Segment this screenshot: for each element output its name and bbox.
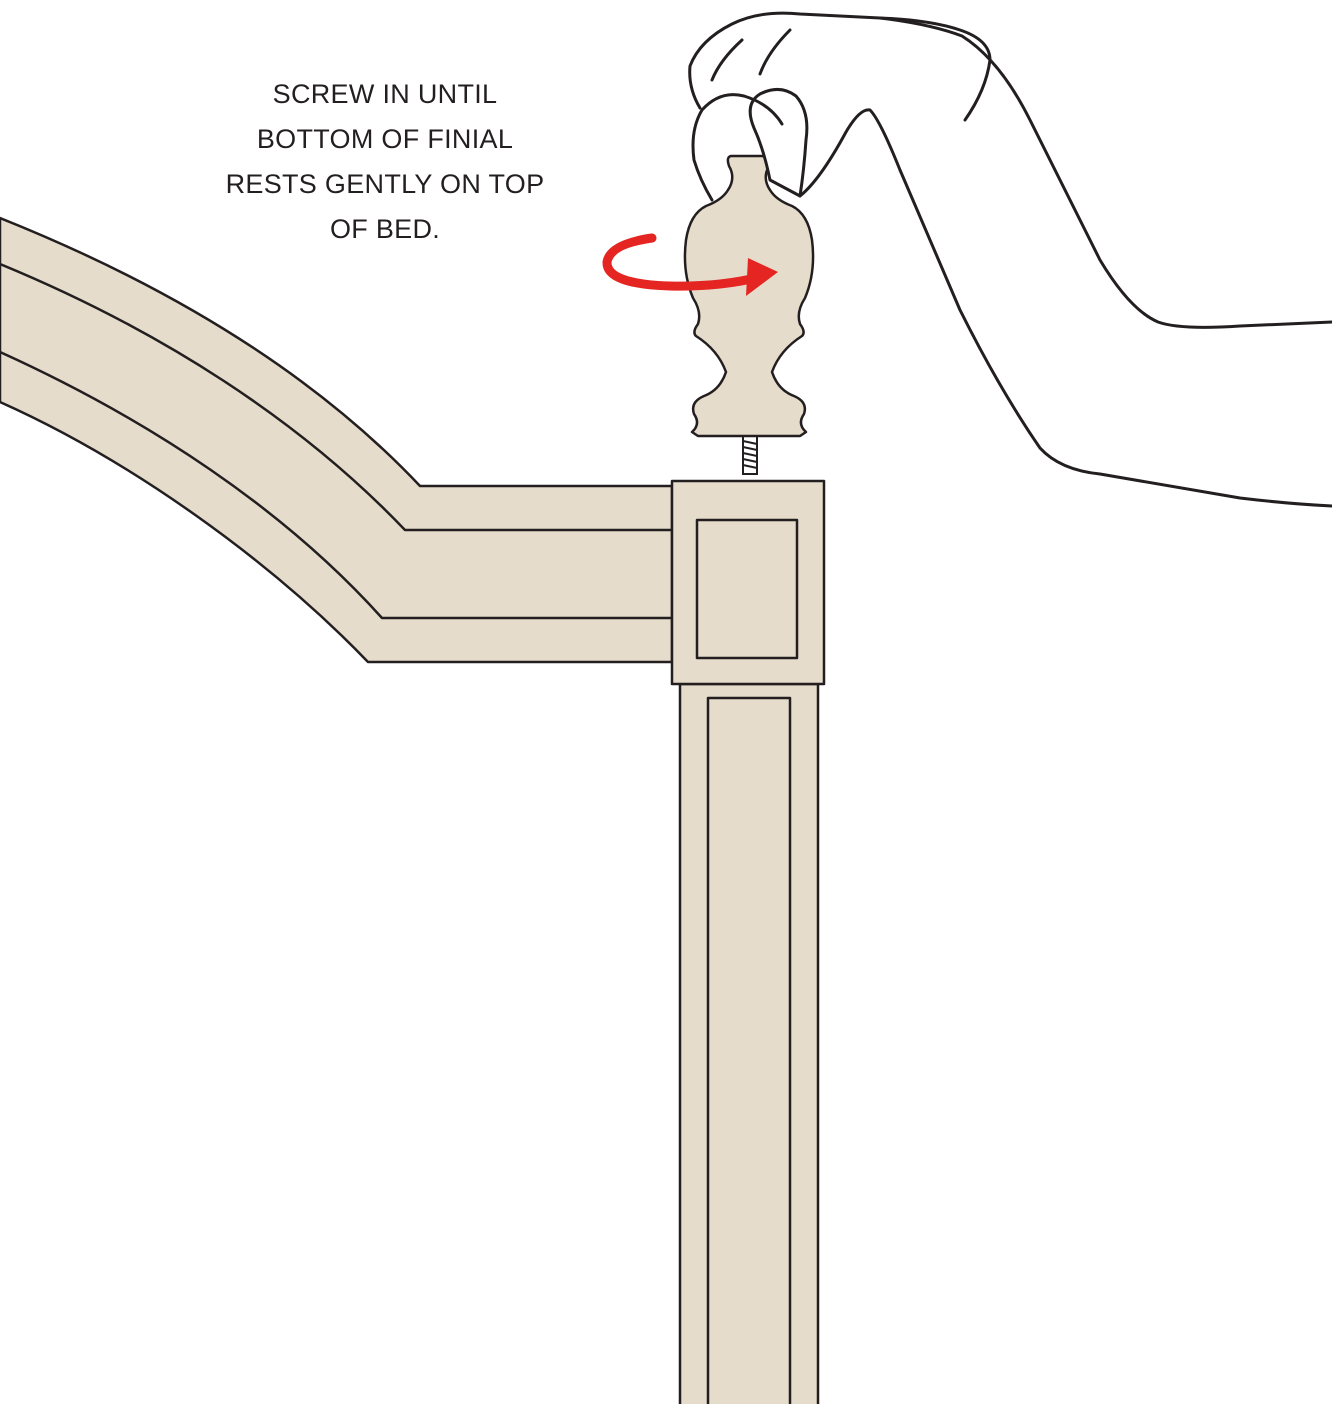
instruction-line: OF BED. [329, 214, 441, 244]
hand-palm-outline [798, 108, 1332, 508]
hand-finger-crease-2 [758, 28, 792, 76]
hand-index-finger [691, 93, 784, 202]
headboard-curved-rail [0, 216, 674, 664]
threaded-screw-icon [742, 435, 758, 475]
assembly-instruction-text: SCREW IN UNTIL BOTTOM OF FINIAL RESTS GE… [200, 72, 570, 252]
rail-molding-line-upper [0, 262, 674, 532]
rail-molding-line-middle [0, 350, 674, 620]
clockwise-rotation-arrow-icon [602, 233, 778, 296]
finial-icon [683, 154, 815, 438]
rail-body [0, 216, 674, 664]
hand-thumb [748, 88, 809, 198]
bed-post [670, 479, 826, 1404]
hand-back-outline [878, 16, 1332, 329]
instruction-line: BOTTOM OF FINIAL [256, 124, 514, 154]
post-shaft [678, 682, 820, 1404]
post-shaft-inset-panel [706, 696, 792, 1404]
hand-icon [688, 11, 1332, 508]
post-cap-inset-panel [695, 518, 799, 660]
hand-finger-crease [710, 38, 744, 82]
instruction-line: SCREW IN UNTIL [272, 79, 498, 109]
instruction-line: RESTS GENTLY ON TOP [225, 169, 545, 199]
post-cap-block [670, 479, 826, 686]
